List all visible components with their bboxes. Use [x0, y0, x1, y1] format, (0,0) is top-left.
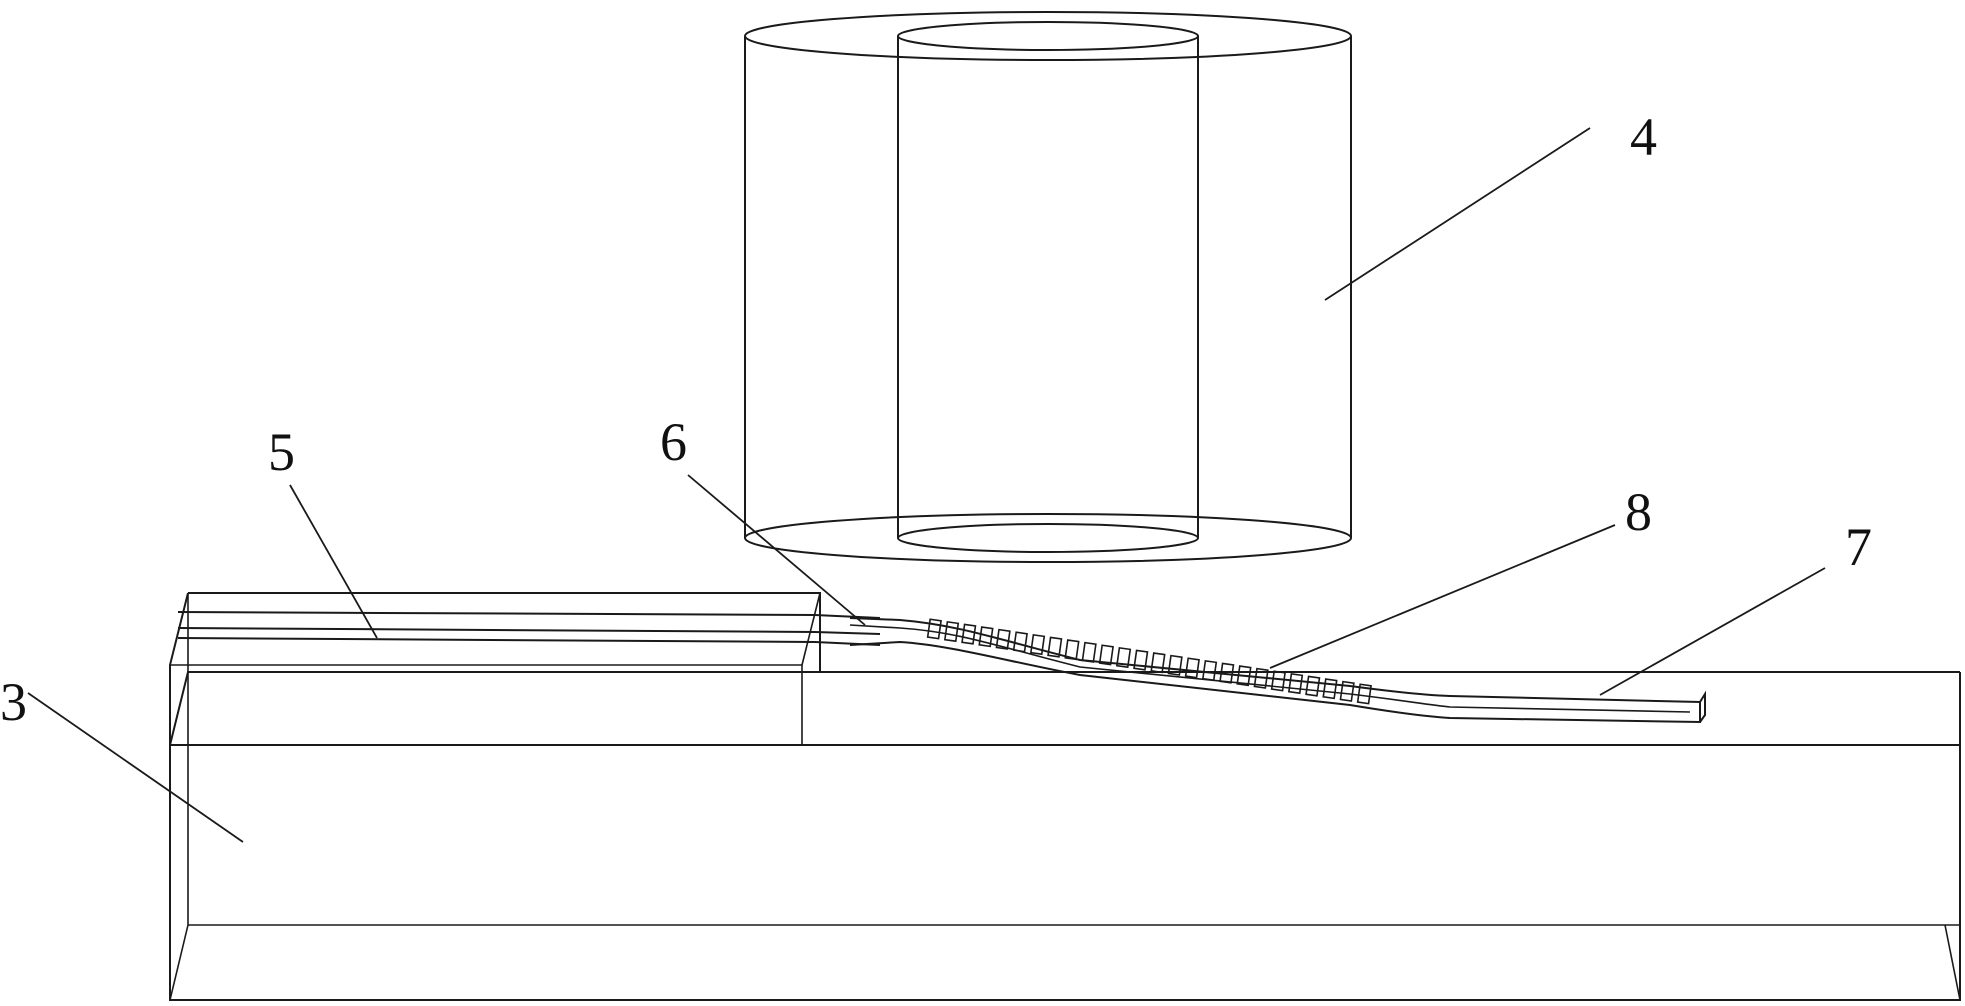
grating-tooth — [1115, 646, 1132, 669]
grating-tooth — [1356, 683, 1372, 705]
leader-7 — [1599, 567, 1826, 696]
grating-tooth — [1322, 678, 1338, 700]
leader-3 — [27, 692, 244, 843]
grating-tooth — [1201, 659, 1218, 682]
straight-waveguide — [177, 611, 881, 646]
grating-tooth — [1305, 675, 1321, 697]
grating-tooth — [1133, 649, 1149, 671]
grating-tooth — [1253, 667, 1269, 689]
grating-tooth — [1098, 644, 1114, 666]
grating-tooth — [995, 628, 1011, 650]
grating-tooth — [1236, 665, 1252, 687]
grating-tooth — [1047, 636, 1063, 658]
label-4: 4 — [1630, 107, 1657, 167]
grating-tooth — [1012, 631, 1028, 653]
label-5: 5 — [268, 422, 295, 482]
leader-8 — [1269, 524, 1616, 669]
grating-tooth — [1081, 641, 1097, 663]
grating-tooth — [1064, 639, 1080, 661]
grating-tooth — [961, 623, 977, 645]
grating-teeth — [926, 618, 1372, 705]
cylinder-assembly — [744, 11, 1352, 563]
grating-tooth — [1029, 633, 1046, 656]
leader-4 — [1324, 127, 1591, 301]
label-8: 8 — [1625, 482, 1652, 542]
callout-labels: 3 4 5 6 7 8 — [0, 107, 1872, 732]
grating-tooth — [1287, 672, 1304, 695]
leader-6 — [687, 474, 866, 626]
grating-tooth — [1339, 680, 1355, 702]
grating-tooth — [926, 618, 942, 640]
leader-5 — [289, 484, 378, 639]
grating-tooth — [1150, 652, 1166, 674]
label-6: 6 — [660, 412, 687, 472]
label-7: 7 — [1845, 517, 1872, 577]
grating-tooth — [1167, 654, 1183, 676]
grating-tooth — [1219, 662, 1235, 684]
grating-tooth — [1184, 657, 1200, 679]
leader-lines — [27, 127, 1826, 843]
input-section-block — [169, 592, 821, 745]
grating-tooth — [978, 626, 994, 648]
label-3: 3 — [0, 672, 27, 732]
grating-tooth — [943, 620, 960, 643]
grating-tooth — [1270, 670, 1286, 692]
substrate-block — [169, 671, 1961, 1001]
bent-waveguide — [849, 617, 1706, 724]
